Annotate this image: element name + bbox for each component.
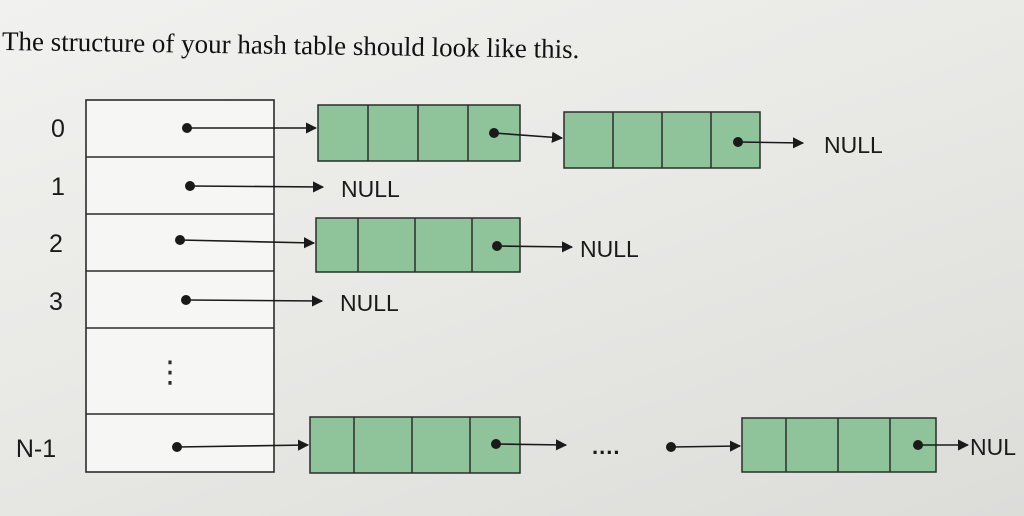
pointer-arrow — [176, 439, 310, 451]
null-arrow — [496, 241, 574, 253]
bucket-index-0: 0 — [51, 115, 65, 143]
null-label-truncated: NUL — [970, 434, 1016, 460]
next-arrow — [495, 439, 568, 451]
null-label: NULL — [580, 236, 639, 262]
bucket-array — [85, 99, 275, 473]
list-node — [315, 217, 521, 273]
next-arrow — [670, 440, 742, 452]
bucket-index-2: 2 — [49, 230, 63, 258]
list-node — [563, 111, 761, 169]
bucket-array-frame — [85, 99, 275, 473]
bucket-index-3: 3 — [49, 288, 63, 316]
list-node — [309, 416, 521, 474]
next-arrow — [493, 131, 564, 143]
node-ellipsis: .... — [592, 434, 620, 459]
null-label: NULL — [340, 290, 399, 316]
bucket-index-1: 1 — [51, 173, 65, 201]
null-arrow — [737, 137, 805, 149]
list-node — [317, 104, 521, 162]
list-node — [741, 417, 937, 473]
null-label: NULL — [824, 132, 883, 158]
null-label: NULL — [341, 176, 400, 202]
pointer-arrow — [179, 237, 316, 249]
null-arrow — [185, 295, 324, 307]
table-ellipsis: ⋮ — [155, 355, 185, 390]
bucket-index-last: N-1 — [16, 435, 56, 463]
null-arrow — [189, 181, 325, 193]
